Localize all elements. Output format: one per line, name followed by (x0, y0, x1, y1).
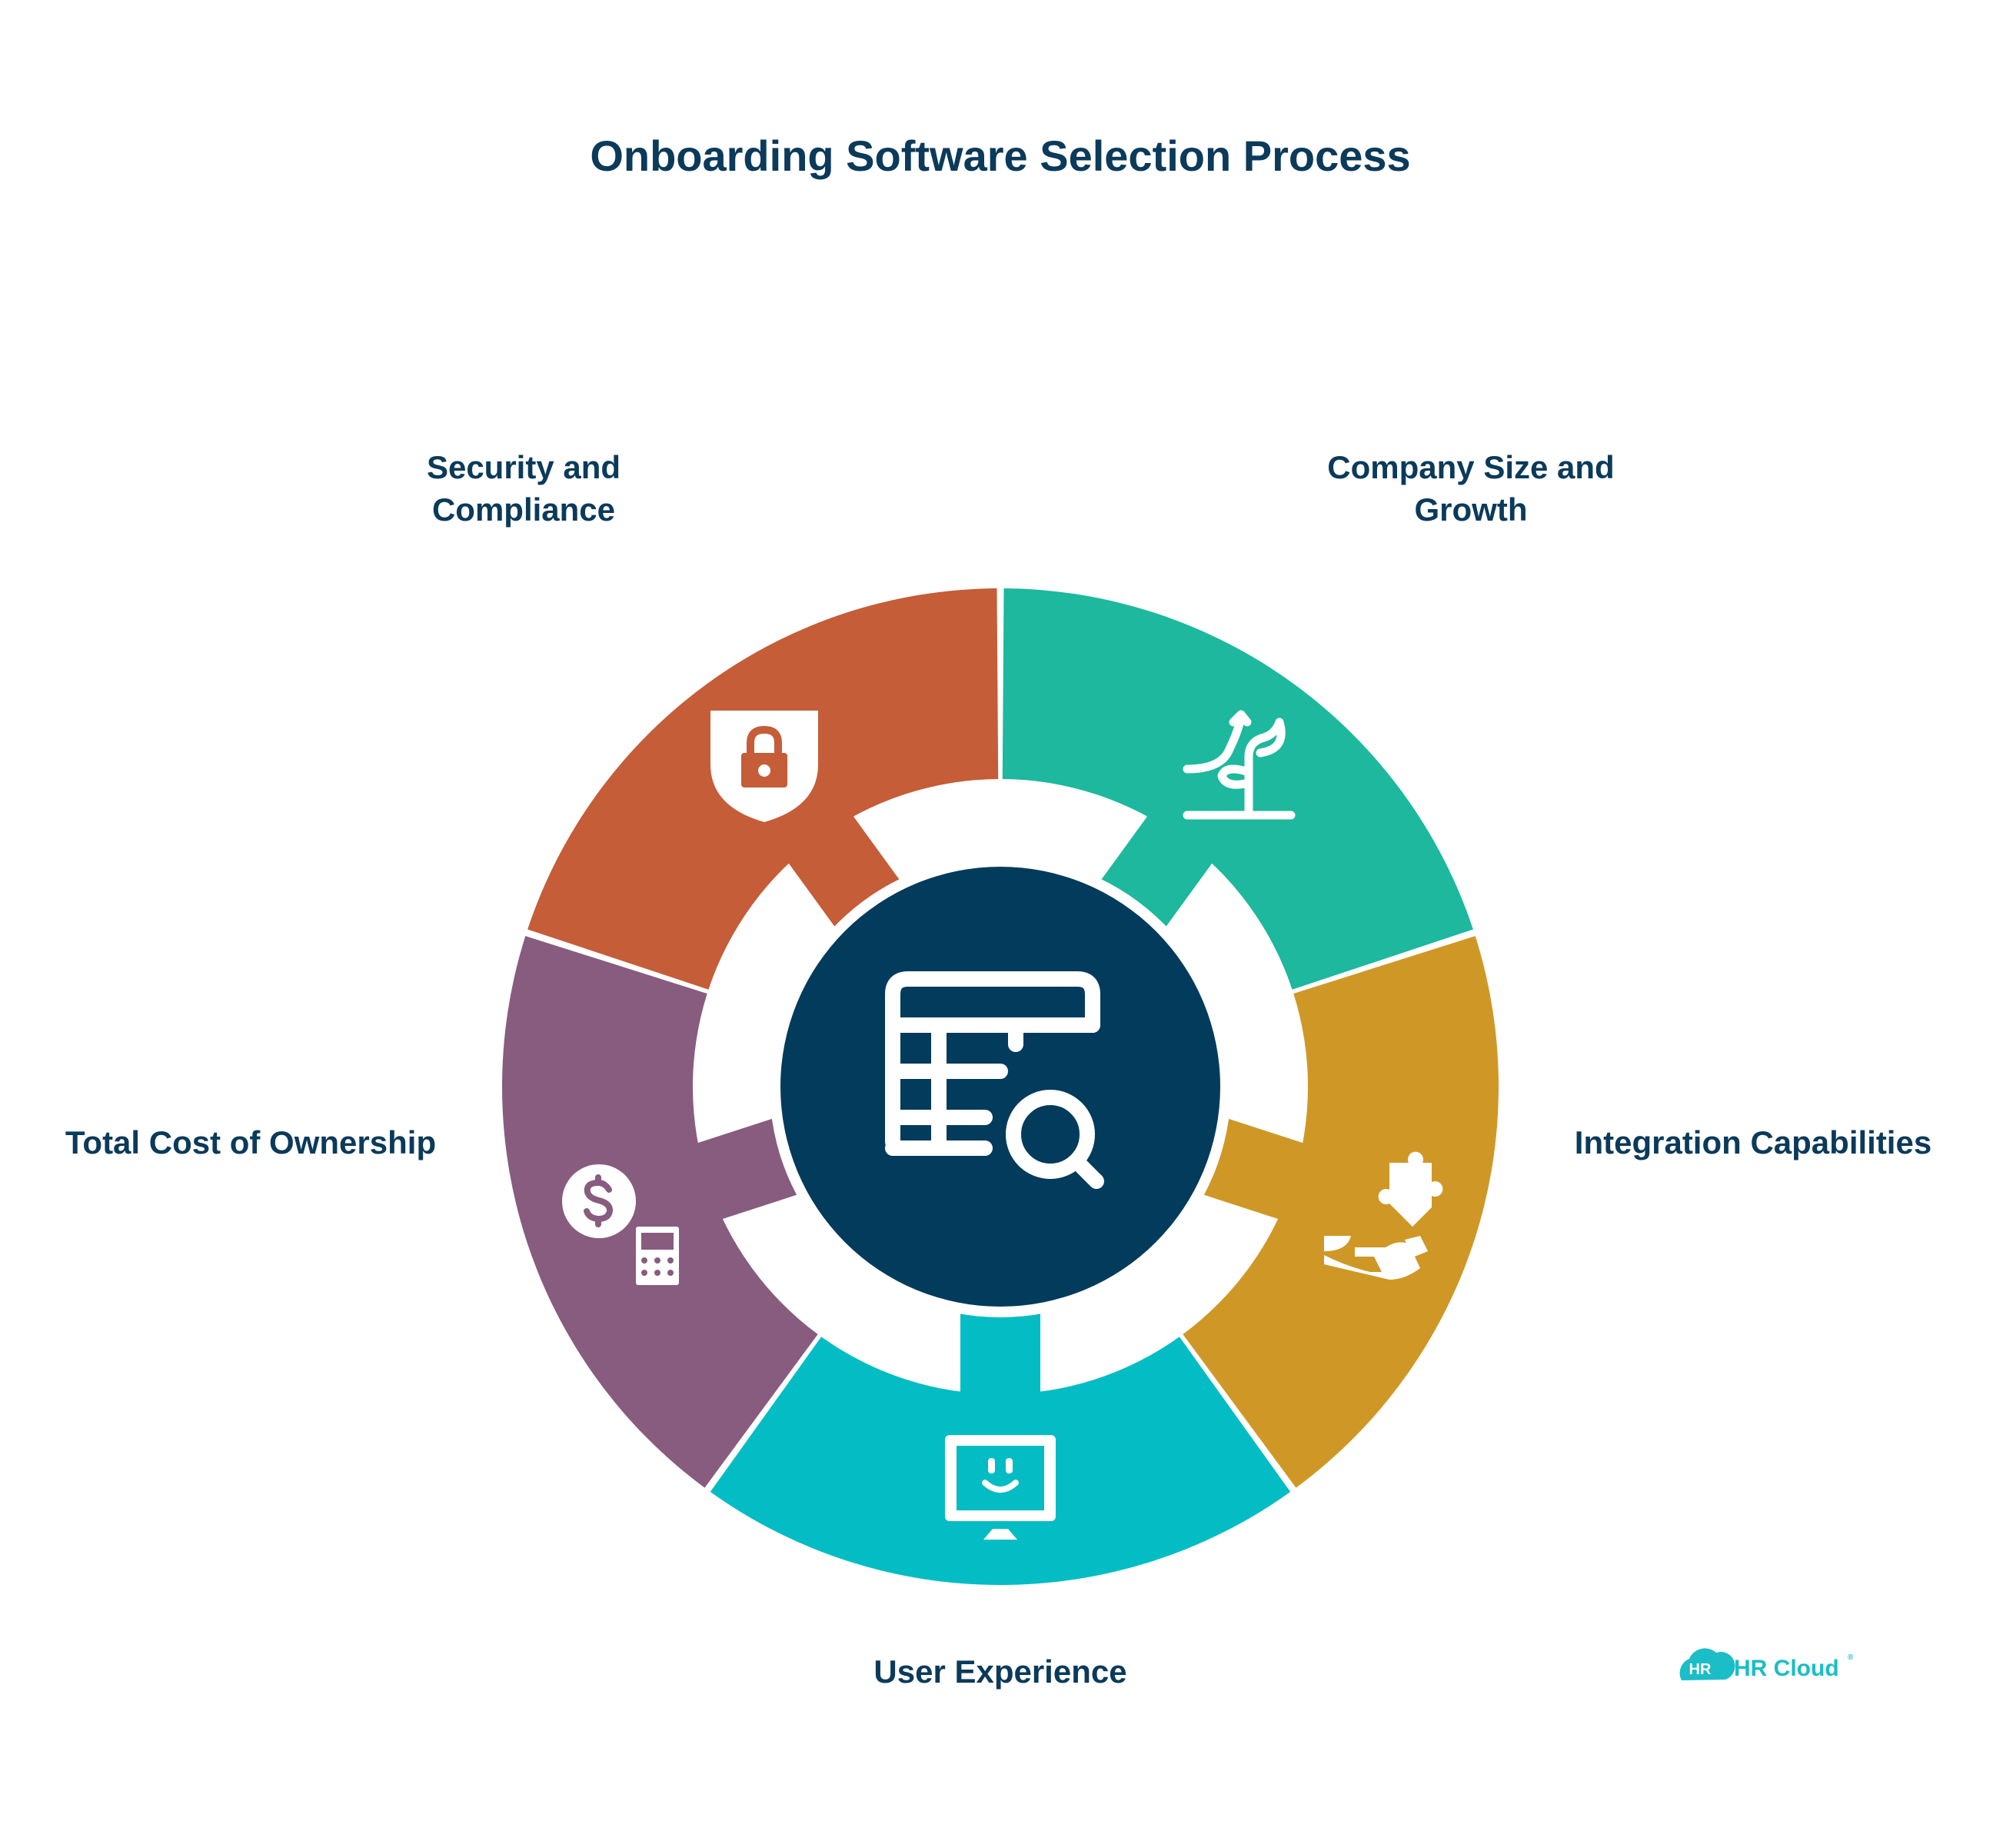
hr-cloud-logo: HR HR Cloud ® (1679, 1648, 1854, 1681)
segment-total-cost (502, 936, 818, 1488)
table-search-icon (885, 971, 1104, 1189)
segment-integration (1183, 936, 1499, 1488)
center-circle (780, 867, 1220, 1307)
smiley-monitor-icon (945, 1435, 1056, 1540)
label-user-experience: User Experience (873, 1653, 1126, 1690)
label-total-cost: Total Cost of Ownership (65, 1124, 436, 1160)
svg-text:HR: HR (1689, 1661, 1712, 1678)
dollar-sign-icon (584, 1174, 614, 1227)
label-integration: Integration Capabilities (1575, 1124, 1931, 1160)
puzzle-hand-icon (1324, 1151, 1443, 1280)
shield-lock-icon (710, 711, 818, 822)
svg-text:HR Cloud: HR Cloud (1734, 1656, 1839, 1681)
page-title: Onboarding Software Selection Process (590, 132, 1410, 180)
dollar-calculator-icon (562, 1164, 684, 1290)
svg-text:®: ® (1848, 1653, 1854, 1662)
plant-growth-icon (1183, 710, 1296, 820)
segment-company-size (1002, 588, 1473, 990)
